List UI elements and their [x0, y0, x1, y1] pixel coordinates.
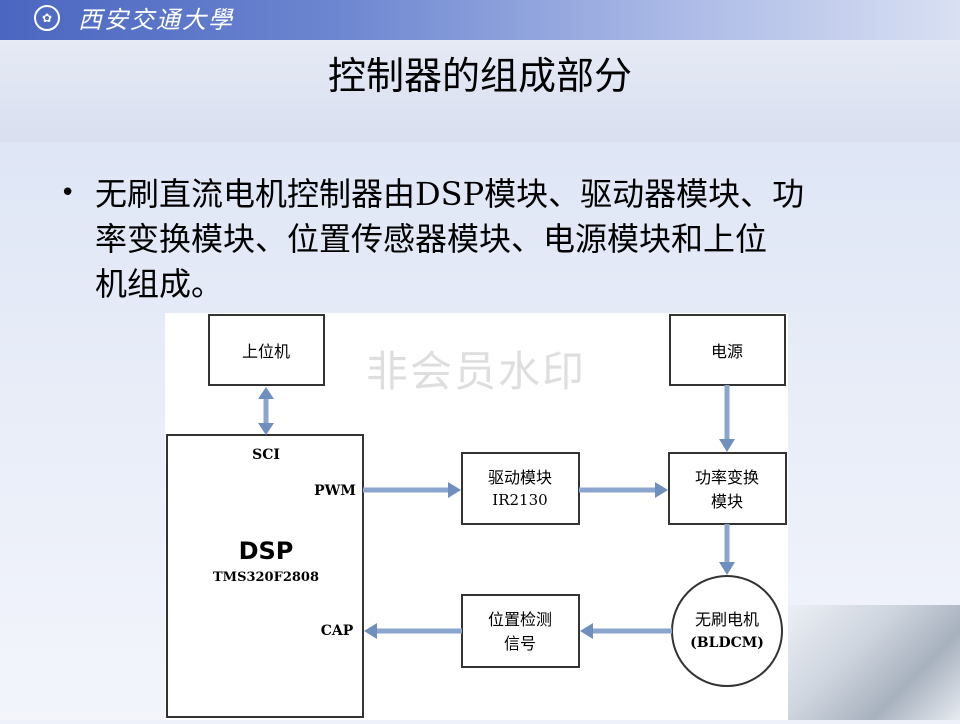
power-conversion-label-2: 模块 — [711, 492, 743, 511]
block-diagram: 上位机 电源 SCI PWM DSP TMS320F2808 CAP 驱动模块 … — [165, 313, 788, 720]
arrow-dsp-driver — [363, 482, 461, 498]
motor-label: 无刷电机 — [695, 610, 759, 629]
host-computer-label: 上位机 — [242, 342, 290, 361]
driver-module-block: 驱动模块 IR2130 — [461, 452, 580, 525]
cap-port-label: CAP — [321, 623, 354, 639]
header-bar: ✿ 西安交通大學 — [0, 0, 960, 40]
position-detection-block: 位置检测 信号 — [461, 594, 580, 668]
driver-chip-label: IR2130 — [492, 491, 547, 509]
bullet-marker: • — [60, 178, 76, 208]
pwm-port-label: PWM — [314, 483, 356, 499]
title-band — [0, 40, 960, 142]
seal-glyph: ✿ — [41, 11, 53, 25]
bullet-paragraph: 无刷直流电机控制器由DSP模块、驱动器模块、功 率变换模块、位置传感器模块、电源… — [95, 172, 910, 307]
bldc-motor-block: 无刷电机 (BLDCM) — [671, 575, 783, 687]
power-conversion-label-1: 功率变换 — [695, 468, 759, 487]
host-computer-block: 上位机 — [208, 314, 325, 386]
power-supply-label: 电源 — [711, 342, 743, 361]
arrow-position-dsp — [364, 623, 462, 639]
bullet-line-2: 率变换模块、位置传感器模块、电源模块和上位 — [95, 220, 768, 258]
university-seal-icon: ✿ — [34, 5, 60, 31]
dsp-model-label: TMS320F2808 — [213, 570, 319, 585]
arrow-conv-motor — [719, 524, 735, 575]
motor-abbrev-label: (BLDCM) — [690, 635, 764, 651]
bullet-line-1: 无刷直流电机控制器由DSP模块、驱动器模块、功 — [95, 175, 805, 213]
power-supply-block: 电源 — [669, 314, 786, 386]
position-detection-label-1: 位置检测 — [488, 610, 552, 629]
dsp-title: DSP — [239, 537, 294, 565]
block-diagram-svg: 上位机 电源 SCI PWM DSP TMS320F2808 CAP 驱动模块 … — [166, 314, 787, 718]
arrow-motor-position — [580, 623, 672, 639]
dsp-block: SCI PWM DSP TMS320F2808 CAP — [166, 434, 364, 718]
university-logo-text: 西安交通大學 — [78, 6, 234, 34]
arrow-host-dsp — [258, 387, 274, 435]
position-detection-label-2: 信号 — [504, 634, 536, 653]
slide-title: 控制器的组成部分 — [327, 54, 632, 98]
power-conversion-block: 功率变换 模块 — [668, 452, 787, 525]
watermark-text: 非会员水印 — [366, 347, 587, 396]
campus-photo-decoration — [780, 605, 960, 720]
arrow-power-conv — [719, 385, 735, 452]
arrow-driver-conv — [579, 482, 668, 498]
bullet-line-3: 机组成。 — [95, 265, 224, 303]
driver-module-label: 驱动模块 — [488, 468, 552, 487]
sci-port-label: SCI — [252, 447, 280, 463]
